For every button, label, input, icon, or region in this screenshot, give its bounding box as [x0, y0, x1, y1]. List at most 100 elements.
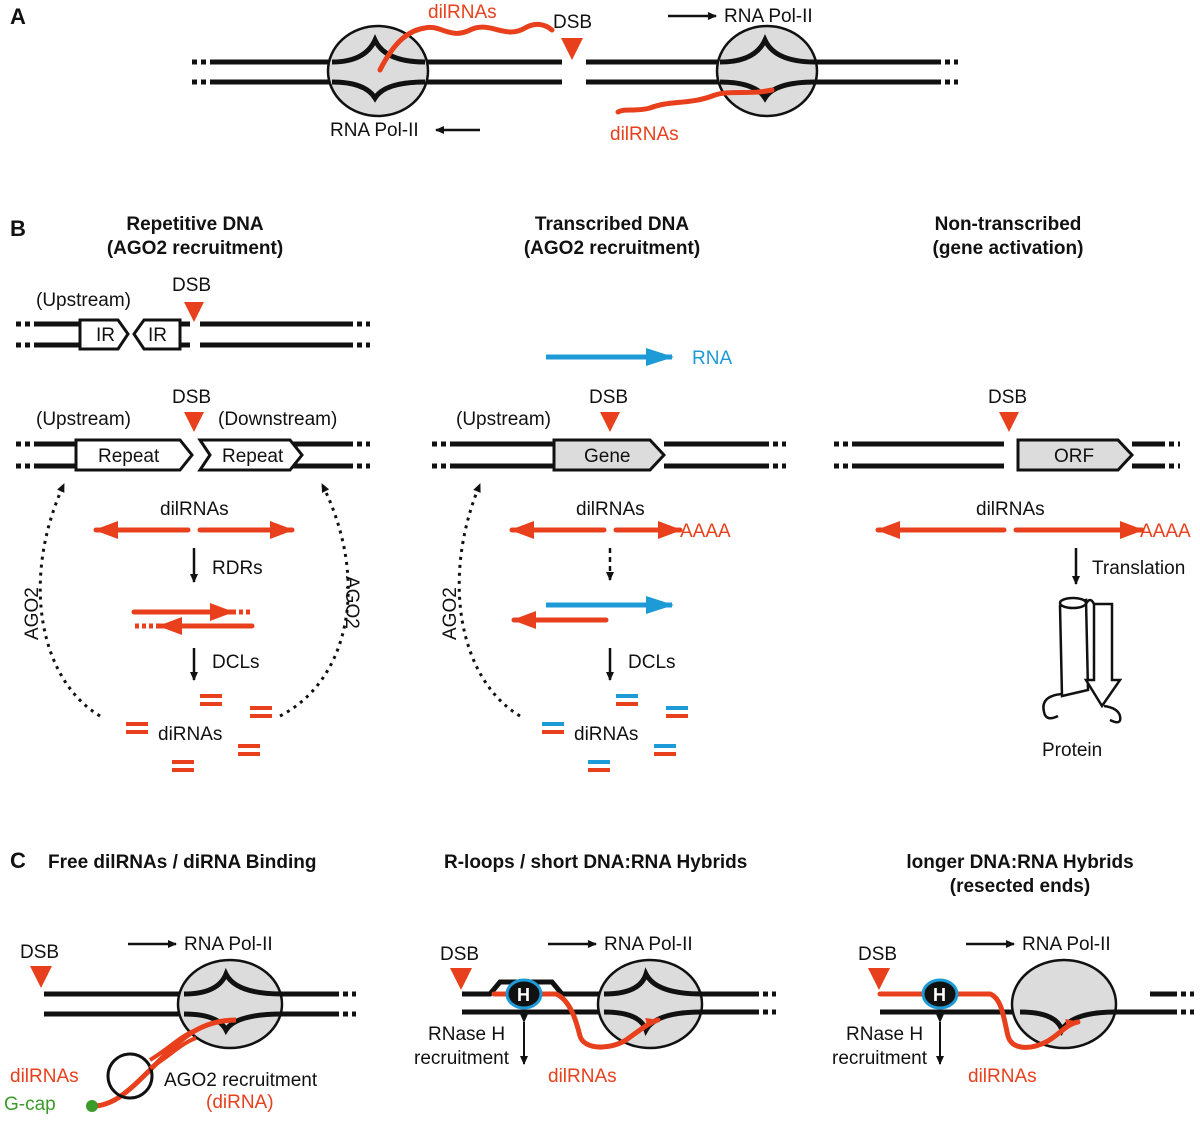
c2-dsb-marker [450, 968, 472, 990]
c3-dsb-marker [868, 968, 890, 990]
b1-downstream-label: (Downstream) [218, 409, 337, 430]
ir-label-2: IR [148, 325, 167, 346]
c1-dsb-label: DSB [20, 942, 59, 963]
c3-rnase-h [921, 978, 959, 1010]
b1-ago2-left-arc [38, 483, 101, 718]
b1-upstream-top: (Upstream) [36, 290, 131, 311]
b1-dsb-label: DSB [172, 387, 211, 408]
b2-subtitle: (AGO2 recruitment) [524, 238, 700, 259]
b1-dsb-top-label: DSB [172, 275, 211, 296]
b1-dsrna [131, 603, 255, 635]
c2-rnaseh-label: RNase H [428, 1024, 505, 1045]
protein-drawing [1042, 596, 1123, 724]
panel-c-letter: C [10, 848, 26, 873]
b1-dsb-top-marker [184, 302, 204, 322]
c2-h-label: H [517, 985, 530, 1005]
c2-dilrna-strand [491, 991, 661, 1050]
gene-box [552, 438, 667, 472]
b1-rdrs-label: RDRs [212, 558, 263, 579]
pol-left-bubble-top [331, 33, 426, 65]
g-cap-dot [86, 1100, 98, 1112]
b1-dilrnas-label: dilRNAs [160, 499, 229, 520]
b2-dsb-label: DSB [589, 387, 628, 408]
ir-label-1: IR [96, 325, 115, 346]
repeat-box-1 [74, 438, 194, 472]
b1-ago2-right-label: AGO2 [341, 576, 362, 629]
c1-dilrnas-label: dilRNAs [10, 1066, 79, 1087]
b2-ago2-label: AGO2 [440, 587, 461, 640]
c1-bubble-top [183, 967, 283, 997]
pol-left-bubble-bottom [331, 79, 426, 103]
orf-label: ORF [1054, 446, 1094, 467]
dsb-label-a: DSB [553, 12, 592, 33]
b3-title: Non-transcribed [935, 214, 1082, 235]
pol-right-bubble-top [719, 33, 816, 65]
b3-aaaa-label: AAAA [1140, 521, 1191, 542]
b1-ago2-left-label: AGO2 [22, 587, 43, 640]
b1-dirnas-label: diRNAs [158, 724, 222, 745]
b1-ir-dna [16, 321, 370, 348]
panel-b-letter: B [10, 216, 26, 241]
b3-dilrnas-label: dilRNAs [976, 499, 1045, 520]
b2-aaaa-label: AAAA [680, 521, 731, 542]
b3-dsb-label: DSB [988, 387, 1027, 408]
c3-pol-ii [1010, 958, 1118, 1050]
c1-pol-label: RNA Pol-II [184, 934, 273, 955]
b2-gene-dna [432, 441, 786, 469]
b2-dilrnas-label: dilRNAs [576, 499, 645, 520]
b3-dsb-marker [999, 412, 1019, 432]
c2-title: R-loops / short DNA:RNA Hybrids [444, 852, 747, 873]
c1-dirna-1 [148, 1028, 197, 1062]
gene-label: Gene [584, 446, 630, 467]
b1-dcls-label: DCLs [212, 652, 260, 673]
b3-translation-label: Translation [1092, 558, 1185, 579]
c1-title: Free dilRNAs / diRNA Binding [48, 852, 316, 873]
dilrnas-label-top: dilRNAs [428, 2, 497, 23]
c2-recruitment-label: recruitment [414, 1048, 510, 1069]
c2-rnase-h [505, 978, 543, 1010]
orf-box [1016, 438, 1135, 472]
ago2-circle [106, 1052, 154, 1100]
b2-upstream-label: (Upstream) [456, 409, 551, 430]
b2-dcls-label: DCLs [628, 652, 676, 673]
b2-dirnas-label: diRNAs [574, 724, 638, 745]
dsb-marker-a [561, 38, 583, 60]
c2-pol-label: RNA Pol-II [604, 934, 693, 955]
g-cap-label: G-cap [4, 1094, 56, 1115]
c3-subtitle: (resected ends) [950, 876, 1090, 897]
c1-pol-ii [176, 958, 284, 1050]
dilrnas-label-bottom: dilRNAs [610, 124, 679, 145]
b1-dirnas [126, 694, 272, 772]
c3-h-label: H [933, 985, 946, 1005]
panel-a-letter: A [10, 4, 26, 29]
dilrna-strand-bottom [615, 87, 775, 115]
c1-dirna-label: (diRNA) [206, 1092, 274, 1113]
c1-ago2-label: AGO2 recruitment [164, 1070, 318, 1091]
b2-ago2-arc [457, 483, 521, 718]
c2-pol-ii [596, 958, 704, 1050]
b2-title: Transcribed DNA [535, 214, 689, 235]
c2-bubble-bottom [603, 1009, 703, 1037]
repeat-label-2: Repeat [222, 446, 284, 467]
c3-recruitment-label: recruitment [832, 1048, 928, 1069]
b1-ago2-right-arc [279, 483, 350, 718]
protein-label: Protein [1042, 740, 1102, 761]
b3-orf-dna [834, 441, 1180, 469]
b1-subtitle: (AGO2 recruitment) [107, 238, 283, 259]
b1-title: Repetitive DNA [126, 214, 264, 235]
pol-label-right: RNA Pol-II [724, 6, 813, 27]
repeat-box-2 [197, 438, 304, 472]
c3-pol-label: RNA Pol-II [1022, 934, 1111, 955]
b2-dsb-marker [600, 412, 620, 432]
c3-title: longer DNA:RNA Hybrids [906, 852, 1133, 873]
c1-dsb-marker [30, 966, 52, 988]
dilrna-strand-top [377, 21, 555, 73]
pol-label-left: RNA Pol-II [330, 120, 419, 141]
c1-bubble-bottom [183, 1011, 283, 1036]
c3-rnaseh-label: RNase H [846, 1024, 923, 1045]
c2-dsb-label: DSB [440, 944, 479, 965]
b2-dirnas [542, 694, 688, 772]
b1-repeat-dna [16, 441, 370, 469]
